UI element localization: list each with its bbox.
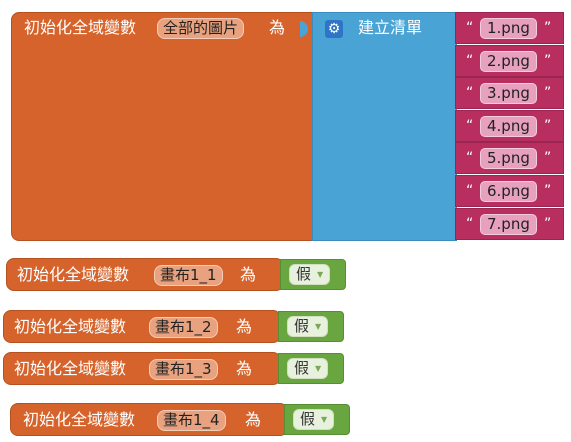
- variable-name-field[interactable]: 畫布1_2: [149, 317, 218, 338]
- open-quote: “: [466, 20, 474, 36]
- boolean-false-block-4[interactable]: 假▼: [284, 404, 350, 435]
- init-keyword: 初始化全域變數: [23, 410, 136, 429]
- open-quote: “: [466, 52, 474, 69]
- close-quote: ”: [544, 183, 552, 199]
- text-string-block[interactable]: “ 5.png ”: [455, 142, 564, 175]
- text-string-block[interactable]: “ 4.png ”: [455, 109, 564, 142]
- dropdown-arrow-icon: ▼: [315, 322, 322, 331]
- init-global-variable-block-images[interactable]: 初始化全域變數 全部的圖片 為: [11, 12, 313, 241]
- boolean-false-block-1[interactable]: 假▼: [280, 259, 346, 290]
- variable-name-field[interactable]: 畫布1_1: [154, 265, 223, 286]
- close-quote: ”: [544, 117, 552, 134]
- text-string-block[interactable]: “ 1.png ”: [455, 12, 564, 44]
- open-quote: “: [466, 85, 474, 102]
- text-string-field[interactable]: 6.png: [480, 181, 537, 202]
- as-label: 為: [240, 265, 257, 284]
- text-string-field[interactable]: 7.png: [480, 213, 537, 235]
- close-quote: ”: [544, 215, 552, 232]
- boolean-dropdown[interactable]: 假▼: [293, 409, 335, 430]
- init-keyword: 初始化全域變數: [14, 317, 127, 336]
- text-string-field[interactable]: 3.png: [480, 83, 537, 105]
- text-string-block[interactable]: “ 2.png ”: [455, 44, 564, 77]
- text-string-field[interactable]: 2.png: [480, 50, 537, 72]
- open-quote: “: [466, 215, 474, 232]
- text-string-block[interactable]: “ 6.png ”: [455, 175, 564, 207]
- text-string-block[interactable]: “ 3.png ”: [455, 77, 564, 110]
- boolean-dropdown[interactable]: 假▼: [287, 316, 329, 337]
- text-string-field[interactable]: 1.png: [480, 18, 537, 39]
- input-socket: [300, 21, 308, 37]
- open-quote: “: [466, 117, 474, 134]
- init-global-variable-block-canvas-1-1[interactable]: 初始化全域變數 畫布1_1 為: [6, 258, 284, 291]
- dropdown-arrow-icon: ▼: [317, 270, 324, 279]
- as-label: 為: [236, 317, 253, 336]
- text-string-field[interactable]: 5.png: [480, 148, 537, 170]
- boolean-dropdown[interactable]: 假▼: [287, 358, 329, 379]
- init-keyword: 初始化全域變數: [24, 18, 137, 37]
- boolean-false-block-3[interactable]: 假▼: [278, 353, 344, 384]
- as-label: 為: [269, 18, 286, 37]
- make-list-label: 建立清單: [358, 18, 423, 37]
- open-quote: “: [466, 150, 474, 167]
- boolean-dropdown[interactable]: 假▼: [289, 264, 331, 285]
- variable-name-field[interactable]: 畫布1_3: [149, 359, 218, 380]
- dropdown-arrow-icon: ▼: [315, 364, 322, 373]
- close-quote: ”: [544, 20, 552, 36]
- open-quote: “: [466, 183, 474, 199]
- close-quote: ”: [544, 52, 552, 69]
- as-label: 為: [245, 410, 262, 429]
- init-keyword: 初始化全域變數: [14, 359, 127, 378]
- dropdown-arrow-icon: ▼: [321, 415, 328, 424]
- text-string-block[interactable]: “ 7.png ”: [455, 207, 564, 240]
- make-list-block[interactable]: ⚙ 建立清單: [312, 12, 457, 241]
- init-global-variable-block-canvas-1-4[interactable]: 初始化全域變數 畫布1_4 為: [10, 403, 288, 436]
- init-keyword: 初始化全域變數: [17, 265, 130, 284]
- as-label: 為: [236, 359, 253, 378]
- init-global-variable-block-canvas-1-2[interactable]: 初始化全域變數 畫布1_2 為: [3, 310, 281, 343]
- gear-icon[interactable]: ⚙: [325, 20, 343, 38]
- variable-name-field[interactable]: 全部的圖片: [157, 18, 245, 39]
- boolean-false-block-2[interactable]: 假▼: [278, 311, 344, 342]
- init-global-variable-block-canvas-1-3[interactable]: 初始化全域變數 畫布1_3 為: [3, 352, 281, 385]
- close-quote: ”: [544, 85, 552, 102]
- text-string-field[interactable]: 4.png: [480, 115, 537, 137]
- close-quote: ”: [544, 150, 552, 167]
- variable-name-field[interactable]: 畫布1_4: [157, 410, 226, 431]
